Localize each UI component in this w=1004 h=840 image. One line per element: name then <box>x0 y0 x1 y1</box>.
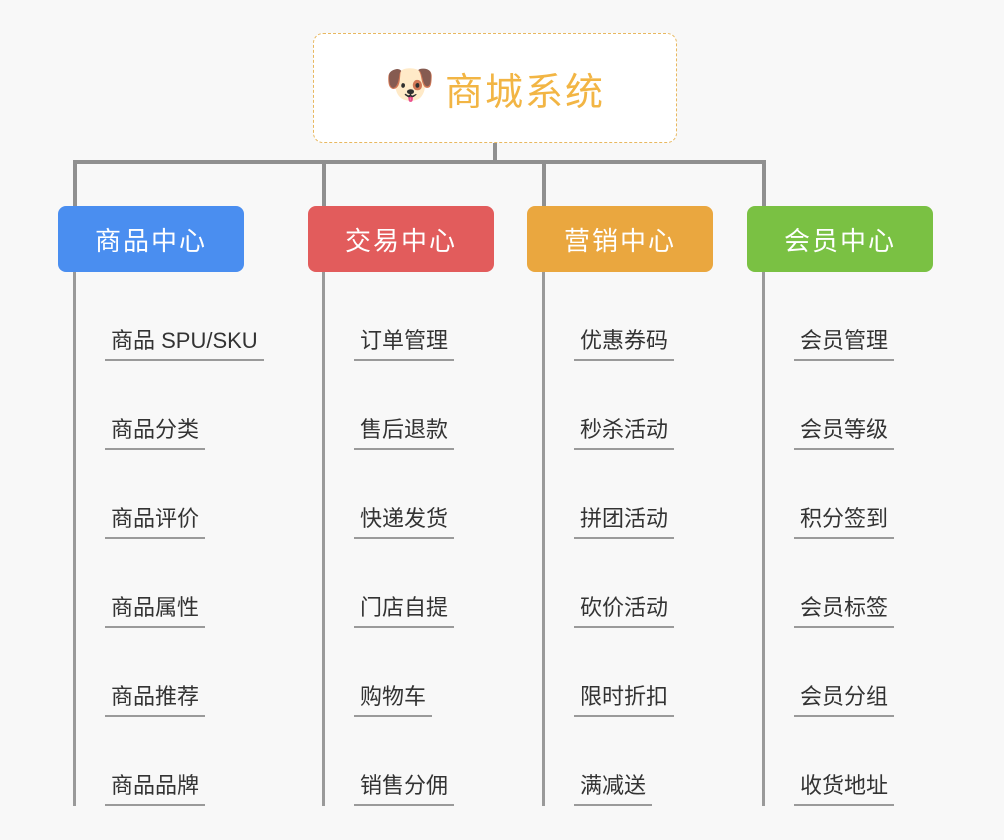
leaf-column-trade-center: 订单管理售后退款快递发货门店自提购物车销售分佣 <box>322 272 455 806</box>
leaf-column-product-center: 商品 SPU/SKU 商品分类商品评价商品属性商品推荐商品品牌 <box>73 272 264 806</box>
leaf-item[interactable]: 商品 SPU/SKU <box>73 272 264 361</box>
leaf-item-label: 订单管理 <box>354 328 455 361</box>
leaf-item[interactable]: 拼团活动 <box>542 450 675 539</box>
branch-header-label: 会员中心 <box>783 225 896 256</box>
leaf-item[interactable]: 商品属性 <box>73 539 264 628</box>
leaf-item-label: 会员标签 <box>794 595 895 628</box>
leaf-column-marketing-center: 优惠券码秒杀活动拼团活动砍价活动限时折扣满减送 <box>542 272 675 806</box>
leaf-item-label: 商品分类 <box>105 417 206 450</box>
leaf-item[interactable]: 积分签到 <box>762 450 895 539</box>
leaf-item[interactable]: 商品推荐 <box>73 628 264 717</box>
leaf-item[interactable]: 订单管理 <box>322 272 455 361</box>
leaf-item[interactable]: 购物车 <box>322 628 454 717</box>
leaf-item-label: 商品推荐 <box>105 684 206 717</box>
leaf-item[interactable]: 会员等级 <box>762 361 895 450</box>
leaf-item[interactable]: 商品分类 <box>73 361 264 450</box>
leaf-item-label: 购物车 <box>354 684 433 717</box>
branch-header-member-center[interactable]: 会员中心 <box>747 206 933 272</box>
shiba-dog-face-icon: 🐶 <box>384 63 435 107</box>
leaf-item[interactable]: 商品品牌 <box>73 717 264 806</box>
leaf-item-label: 商品 SPU/SKU <box>105 328 264 361</box>
branch-drop-connector-member-center <box>762 160 766 206</box>
leaf-spine-trade-center <box>322 272 325 806</box>
leaf-item-label: 砍价活动 <box>574 595 675 628</box>
root-trunk-connector <box>493 143 497 162</box>
leaf-item[interactable]: 会员标签 <box>762 539 895 628</box>
leaf-item-label: 限时折扣 <box>574 684 675 717</box>
leaf-item-label: 满减送 <box>574 773 653 806</box>
branch-header-label: 商品中心 <box>94 225 207 256</box>
leaf-item[interactable]: 收货地址 <box>762 717 895 806</box>
leaf-item-label: 优惠券码 <box>574 328 675 361</box>
leaf-item[interactable]: 商品评价 <box>73 450 264 539</box>
branch-drop-connector-marketing-center <box>542 160 546 206</box>
leaf-item[interactable]: 门店自提 <box>322 539 455 628</box>
leaf-item-label: 会员等级 <box>794 417 895 450</box>
leaf-item-label: 收货地址 <box>794 773 895 806</box>
leaf-item[interactable]: 优惠券码 <box>542 272 675 361</box>
leaf-spine-product-center <box>73 272 76 806</box>
branch-header-marketing-center[interactable]: 营销中心 <box>527 206 713 272</box>
leaf-item-label: 商品评价 <box>105 506 206 539</box>
leaf-item-label: 秒杀活动 <box>574 417 675 450</box>
leaf-item[interactable]: 销售分佣 <box>322 717 455 806</box>
leaf-item-label: 商品属性 <box>105 595 206 628</box>
leaf-item[interactable]: 售后退款 <box>322 361 455 450</box>
leaf-item-label: 售后退款 <box>354 417 455 450</box>
leaf-item[interactable]: 满减送 <box>542 717 674 806</box>
branch-drop-connector-trade-center <box>322 160 326 206</box>
leaf-item-label: 商品品牌 <box>105 773 206 806</box>
branch-header-label: 营销中心 <box>563 225 676 256</box>
branch-drop-connector-product-center <box>73 160 77 206</box>
leaf-item-label: 会员管理 <box>794 328 895 361</box>
leaf-item-label: 快递发货 <box>354 506 455 539</box>
branch-header-trade-center[interactable]: 交易中心 <box>308 206 494 272</box>
leaf-item-label: 拼团活动 <box>574 506 675 539</box>
root-title: 商城系统 <box>444 71 605 114</box>
leaf-spine-marketing-center <box>542 272 545 806</box>
branch-bus-connector <box>73 160 766 164</box>
leaf-item[interactable]: 限时折扣 <box>542 628 675 717</box>
leaf-item[interactable]: 快递发货 <box>322 450 455 539</box>
branch-header-label: 交易中心 <box>344 225 457 256</box>
leaf-item[interactable]: 秒杀活动 <box>542 361 675 450</box>
leaf-spine-member-center <box>762 272 765 806</box>
leaf-item[interactable]: 会员分组 <box>762 628 895 717</box>
leaf-item-label: 销售分佣 <box>354 773 455 806</box>
leaf-item-label: 积分签到 <box>794 506 895 539</box>
root-node[interactable]: 🐶 商城系统 <box>313 33 677 143</box>
leaf-item-label: 会员分组 <box>794 684 895 717</box>
leaf-column-member-center: 会员管理会员等级积分签到会员标签会员分组收货地址 <box>762 272 895 806</box>
leaf-item[interactable]: 会员管理 <box>762 272 895 361</box>
branch-header-product-center[interactable]: 商品中心 <box>58 206 244 272</box>
leaf-item-label: 门店自提 <box>354 595 455 628</box>
leaf-item[interactable]: 砍价活动 <box>542 539 675 628</box>
